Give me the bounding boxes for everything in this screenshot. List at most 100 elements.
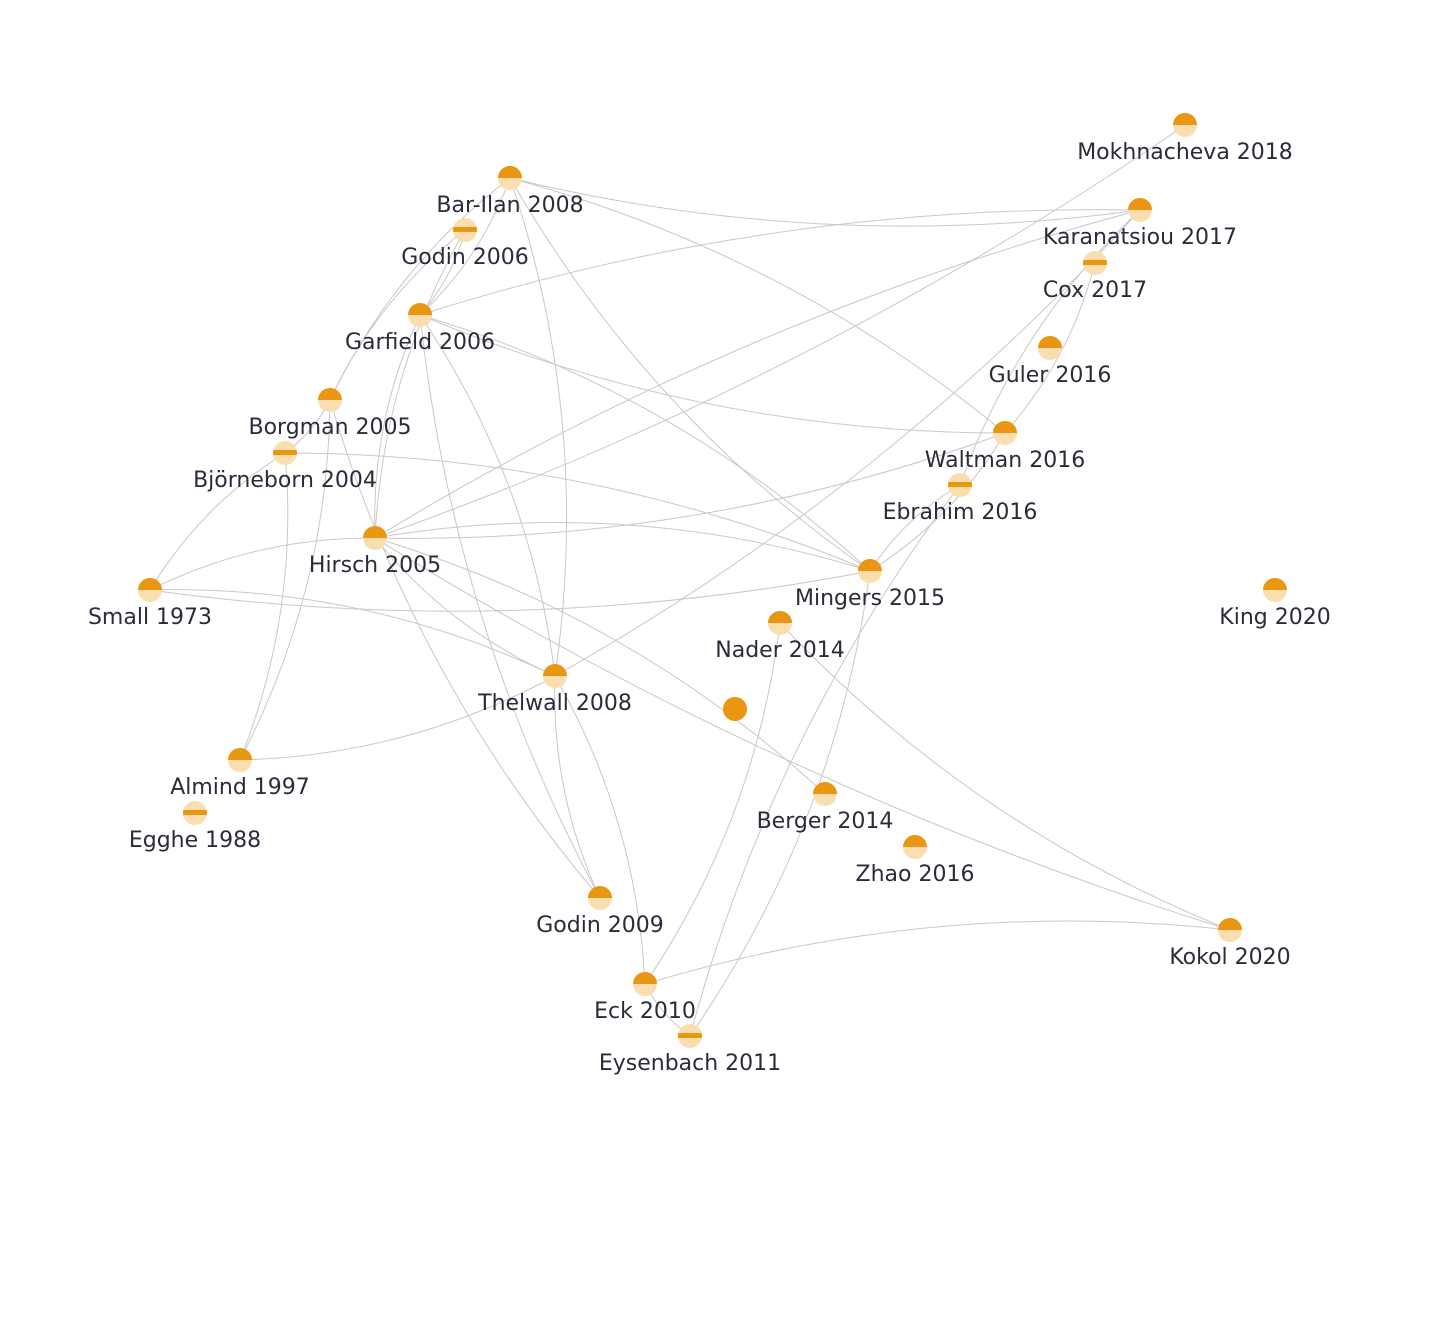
edge-hirsch-2005-berger-2014 (374, 537, 826, 795)
node-band (453, 227, 477, 232)
node-egghe-1988[interactable]: Egghe 1988 (129, 801, 261, 853)
node-fill (138, 578, 162, 590)
edge-bjorneborn-2004-almind-1997 (239, 452, 289, 761)
edge-almind-1997-borgman-2005 (239, 399, 331, 761)
node-godin-2006[interactable]: Godin 2006 (401, 218, 529, 270)
edge-garfield-2006-karanatsiou-2017 (419, 209, 1141, 316)
node-label: Thelwall 2008 (477, 691, 632, 716)
node-bar-ilan-2008[interactable]: Bar-Ilan 2008 (436, 166, 584, 218)
node-fill (543, 664, 567, 676)
node-label: Eck 2010 (594, 999, 696, 1024)
node-borgman-2005[interactable]: Borgman 2005 (248, 388, 412, 440)
node-waltman-2016[interactable]: Waltman 2016 (925, 421, 1085, 473)
edge-nader-2014-kokol-2020 (779, 622, 1231, 931)
node-godin-2009[interactable]: Godin 2009 (536, 886, 664, 938)
node-ebrahim-2016[interactable]: Ebrahim 2016 (883, 473, 1038, 525)
edge-bar-ilan-2008-mingers-2015 (509, 177, 871, 572)
edge-small-1973-hirsch-2005 (149, 537, 376, 591)
node-label: Björneborn 2004 (193, 468, 377, 493)
edge-eck-2010-kokol-2020 (644, 920, 1231, 985)
edge-hirsch-2005-karanatsiou-2017 (374, 209, 1141, 539)
node-zhao-2016[interactable]: Zhao 2016 (856, 835, 975, 887)
node-fill (1038, 336, 1062, 348)
edge-ebrahim-2016-eysenbach-2011 (689, 484, 961, 1037)
node-label: King 2020 (1219, 605, 1330, 630)
node-fill (408, 303, 432, 315)
node-fill (363, 526, 387, 538)
node-fill (813, 782, 837, 794)
node-fill (768, 611, 792, 623)
node-label: Godin 2009 (536, 913, 664, 938)
node-kokol-2020[interactable]: Kokol 2020 (1169, 918, 1291, 970)
node-small-1973[interactable]: Small 1973 (88, 578, 212, 630)
node-fill (903, 835, 927, 847)
edge-bar-ilan-2008-garfield-2006 (419, 177, 511, 316)
edge-garfield-2006-waltman-2016 (419, 314, 1006, 434)
edge-bjorneborn-2004-small-1973 (149, 452, 286, 591)
node-label: Berger 2014 (757, 809, 894, 834)
node-mingers-2015[interactable]: Mingers 2015 (795, 559, 945, 611)
edge-hirsch-2005-mokhnacheva-2018 (374, 124, 1186, 539)
node-garfield-2006[interactable]: Garfield 2006 (345, 303, 495, 355)
node-fill (1218, 918, 1242, 930)
edge-thelwall-2008-godin-2009 (554, 675, 601, 899)
node-fill (723, 697, 747, 721)
edges-layer (149, 124, 1231, 1037)
edge-hirsch-2005-waltman-2016 (374, 432, 1006, 539)
node-label: Waltman 2016 (925, 448, 1085, 473)
edge-garfield-2006-hirsch-2005 (374, 314, 421, 539)
node-band (273, 450, 297, 455)
node-fill (633, 972, 657, 984)
node-band (1083, 260, 1107, 265)
node-eysenbach-2011[interactable]: Eysenbach 2011 (599, 1024, 781, 1076)
node-almind-1997[interactable]: Almind 1997 (170, 748, 310, 800)
node-label: Bar-Ilan 2008 (436, 193, 583, 218)
edge-borgman-2005-godin-2009 (329, 399, 601, 899)
node-fill (228, 748, 252, 760)
node-fill (1263, 578, 1287, 590)
edge-bjorneborn-2004-mingers-2015 (284, 452, 871, 572)
node-bjorneborn-2004[interactable]: Björneborn 2004 (193, 441, 377, 493)
node-label: Eysenbach 2011 (599, 1051, 781, 1076)
edge-bar-ilan-2008-karanatsiou-2017 (509, 177, 1141, 227)
edge-godin-2006-hirsch-2005 (374, 229, 466, 539)
node-label: Mokhnacheva 2018 (1077, 140, 1293, 165)
node-karanatsiou-2017[interactable]: Karanatsiou 2017 (1043, 198, 1237, 250)
node-king-2020[interactable]: King 2020 (1219, 578, 1331, 630)
edge-bar-ilan-2008-thelwall-2008 (509, 177, 568, 677)
node-band (948, 482, 972, 487)
node-label: Godin 2006 (401, 245, 529, 270)
node-label: Hirsch 2005 (309, 553, 441, 578)
node-hirsch-2005[interactable]: Hirsch 2005 (309, 526, 441, 578)
node-cox-2017[interactable]: Cox 2017 (1043, 251, 1147, 303)
node-label: Nader 2014 (715, 638, 844, 663)
node-label: Borgman 2005 (248, 415, 411, 440)
edge-ebrahim-2016-karanatsiou-2017 (959, 209, 1141, 486)
node-fill (1173, 113, 1197, 125)
node-nader-2014[interactable]: Nader 2014 (715, 611, 845, 663)
node-band (183, 810, 207, 815)
node-berger-2014[interactable]: Berger 2014 (757, 782, 894, 834)
edge-mingers-2015-waltman-2016 (869, 432, 1006, 572)
edge-hirsch-2005-mingers-2015 (374, 522, 871, 572)
node-thelwall-2008[interactable]: Thelwall 2008 (477, 664, 632, 716)
edge-hirsch-2005-thelwall-2008 (374, 537, 556, 677)
edge-mingers-2015-eysenbach-2011 (689, 570, 871, 1037)
node-label: Egghe 1988 (129, 828, 261, 853)
edge-thelwall-2008-karanatsiou-2017 (554, 209, 1141, 677)
edge-nader-2014-eck-2010 (644, 622, 781, 985)
edge-hirsch-2005-kokol-2020 (374, 537, 1231, 931)
edge-garfield-2006-mingers-2015 (419, 314, 871, 572)
node-label: Mingers 2015 (795, 586, 945, 611)
edge-thelwall-2008-almind-1997 (239, 675, 556, 761)
edge-small-1973-thelwall-2008 (149, 589, 556, 677)
node-guler-2016[interactable]: Guler 2016 (989, 336, 1112, 388)
edge-garfield-2006-godin-2009 (419, 314, 601, 899)
node-mokhnacheva-2018[interactable]: Mokhnacheva 2018 (1077, 113, 1293, 165)
node-label: Karanatsiou 2017 (1043, 225, 1237, 250)
node-band (678, 1033, 702, 1038)
node-fill (588, 886, 612, 898)
node-eck-2010[interactable]: Eck 2010 (594, 972, 696, 1024)
node-unlabeled-node[interactable] (723, 697, 747, 721)
